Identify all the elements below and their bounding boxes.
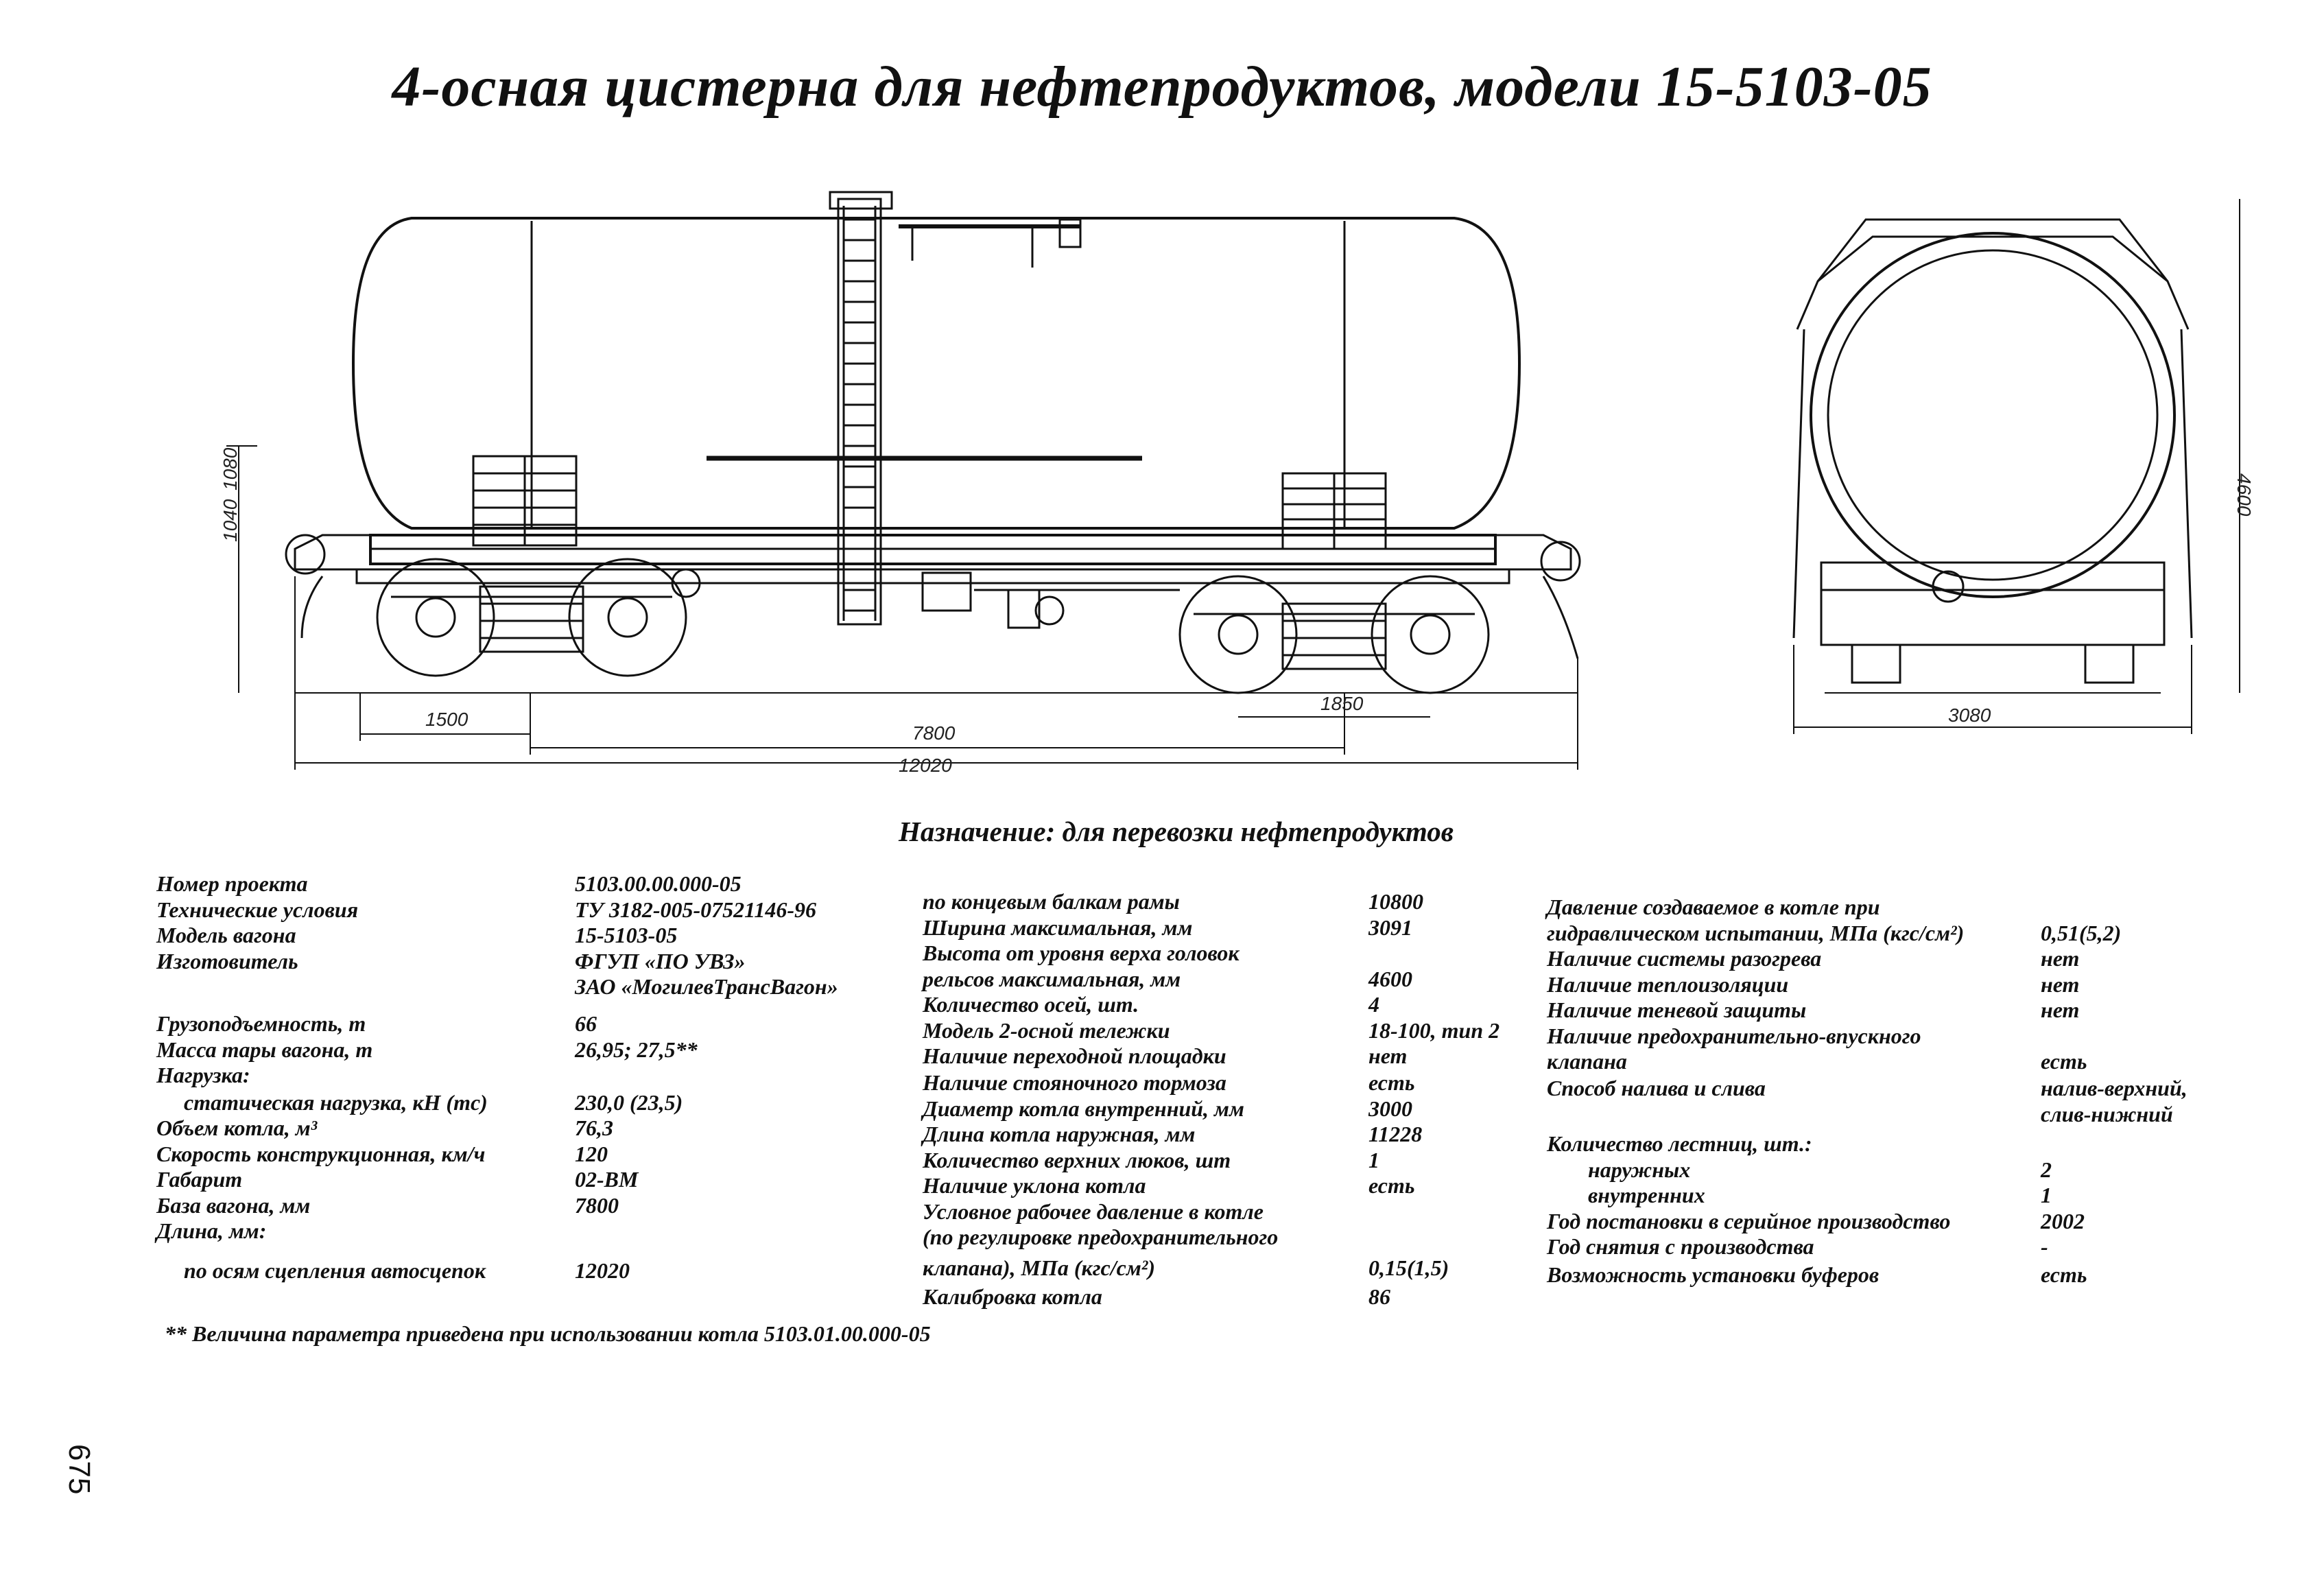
footnote: ** Величина параметра приведена при испо…: [165, 1321, 931, 1346]
spec-value: 12020: [575, 1258, 630, 1283]
spec-label: База вагона, мм: [156, 1193, 311, 1218]
spec-label: Нагрузка:: [156, 1063, 250, 1087]
spec-value: 10800: [1368, 889, 1423, 914]
dim-label: 4600: [2233, 473, 2255, 517]
spec-label: наружных: [1588, 1157, 1691, 1182]
spec-label: Наличие системы разогрева: [1547, 946, 1822, 971]
spec-label: внутренних: [1588, 1183, 1705, 1207]
spec-label: Наличие уклона котла: [923, 1173, 1146, 1198]
spec-label: Возможность установки буферов: [1547, 1262, 1880, 1287]
spec-label: по осям сцепления автосцепок: [184, 1258, 486, 1283]
tank-car-drawing: 1500 7800 12020 1850 1040 1080 3080 4600: [220, 191, 2255, 776]
spec-label: Длина котла наружная, мм: [923, 1122, 1196, 1146]
spec-value: есть: [1368, 1173, 1415, 1198]
spec-label: Грузоподъемность, т: [156, 1011, 366, 1036]
spec-value: 1: [2041, 1183, 2052, 1207]
spec-label: Модель 2-осной тележки: [923, 1018, 1170, 1043]
spec-label: по концевым балкам рамы: [923, 889, 1180, 914]
spec-label: статическая нагрузка, кН (тс): [184, 1090, 488, 1115]
spec-value: ТУ 3182-005-07521146-96: [575, 897, 817, 922]
spec-value: ЗАО «МогилевТрансВагон»: [575, 974, 838, 999]
dim-label: 1080: [220, 447, 241, 491]
purpose-heading: Назначение: для перевозки нефтепродуктов: [899, 816, 1454, 847]
dim-label: 1040: [220, 499, 241, 542]
spec-value: 5103.00.00.000-05: [575, 871, 742, 896]
spec-value: нет: [2041, 946, 2080, 971]
page-title: 4-осная цистерна для нефтепродуктов, мод…: [392, 55, 1932, 119]
spec-label: Модель вагона: [156, 923, 296, 947]
spec-value: 120: [575, 1142, 608, 1166]
spec-label: Количество верхних люков, шт: [923, 1148, 1231, 1172]
spec-value: есть: [1368, 1070, 1415, 1095]
spec-label: Наличие стояночного тормоза: [923, 1070, 1226, 1095]
spec-label: Давление создаваемое в котле при: [1547, 895, 1880, 919]
spec-label: Условное рабочее давление в котле: [923, 1199, 1264, 1224]
spec-value: 1: [1368, 1148, 1379, 1172]
spec-label: Год снятия с производства: [1547, 1234, 1814, 1259]
spec-value: 7800: [575, 1193, 619, 1218]
spec-label: Объем котла, м³: [156, 1115, 318, 1140]
spec-value: налив-верхний,: [2041, 1076, 2187, 1100]
spec-value: 02-ВМ: [575, 1167, 639, 1192]
spec-label: Скорость конструкционная, км/ч: [156, 1142, 486, 1166]
spec-value: 86: [1368, 1284, 1390, 1309]
spec-value: есть: [2041, 1049, 2087, 1074]
dim-label: 12020: [899, 755, 952, 776]
spec-value: 4600: [1368, 967, 1412, 991]
spec-value: нет: [2041, 972, 2080, 997]
spec-value: 4: [1368, 992, 1379, 1017]
spec-value: 11228: [1368, 1122, 1423, 1146]
spec-label: (по регулировке предохранительного: [923, 1225, 1279, 1249]
spec-label: рельсов максимальная, мм: [923, 967, 1181, 991]
spec-value: 3000: [1368, 1096, 1412, 1121]
spec-value: 26,95; 27,5**: [575, 1037, 698, 1062]
spec-value: 230,0 (23,5): [575, 1090, 683, 1115]
spec-label: Изготовитель: [156, 949, 298, 973]
page-number: 675: [62, 1444, 96, 1495]
spec-value: нет: [1368, 1043, 1408, 1068]
spec-label: Масса тары вагона, т: [156, 1037, 373, 1062]
spec-label: Диаметр котла внутренний, мм: [923, 1096, 1244, 1121]
spec-value: 18-100, тип 2: [1368, 1018, 1500, 1043]
spec-value: слив-нижний: [2041, 1102, 2173, 1126]
spec-label: Наличие теневой защиты: [1547, 997, 1807, 1022]
spec-value: -: [2041, 1234, 2048, 1259]
spec-label: Наличие теплоизоляции: [1547, 972, 1789, 997]
dim-label: 3080: [1948, 705, 1991, 726]
spec-label: гидравлическом испытании, МПа (кгс/см²): [1547, 921, 1965, 945]
spec-value: 3091: [1368, 915, 1412, 940]
spec-value: есть: [2041, 1262, 2087, 1287]
dim-label: 7800: [912, 722, 956, 744]
spec-label: Калибровка котла: [923, 1284, 1102, 1309]
spec-value: 0,51(5,2): [2041, 921, 2122, 945]
spec-label: клапана), МПа (кгс/см²): [923, 1255, 1155, 1280]
spec-label: Номер проекта: [156, 871, 308, 896]
spec-value: ФГУП «ПО УВЗ»: [575, 949, 746, 973]
spec-label: Габарит: [156, 1167, 243, 1192]
spec-value: 2002: [2041, 1209, 2085, 1233]
spec-value: 0,15(1,5): [1368, 1255, 1449, 1280]
dim-label: 1850: [1320, 693, 1364, 714]
spec-label: Год постановки в серийное производство: [1547, 1209, 1951, 1233]
spec-value: 66: [575, 1011, 597, 1036]
spec-label: Количество лестниц, шт.:: [1547, 1131, 1812, 1156]
spec-value: 15-5103-05: [575, 923, 678, 947]
spec-label: Наличие предохранительно-впускного: [1547, 1024, 1921, 1048]
spec-value: 76,3: [575, 1115, 613, 1140]
dim-label: 1500: [425, 709, 469, 730]
spec-label: Высота от уровня верха головок: [923, 941, 1240, 965]
spec-label: Количество осей, шт.: [923, 992, 1139, 1017]
spec-value: 2: [2041, 1157, 2052, 1182]
spec-value: нет: [2041, 997, 2080, 1022]
spec-label: Наличие переходной площадки: [923, 1043, 1226, 1068]
spec-label: клапана: [1547, 1049, 1627, 1074]
spec-label: Способ налива и слива: [1547, 1076, 1766, 1100]
spec-label: Ширина максимальная, мм: [923, 915, 1193, 940]
spec-label: Длина, мм:: [156, 1218, 267, 1243]
spec-label: Технические условия: [156, 897, 359, 922]
